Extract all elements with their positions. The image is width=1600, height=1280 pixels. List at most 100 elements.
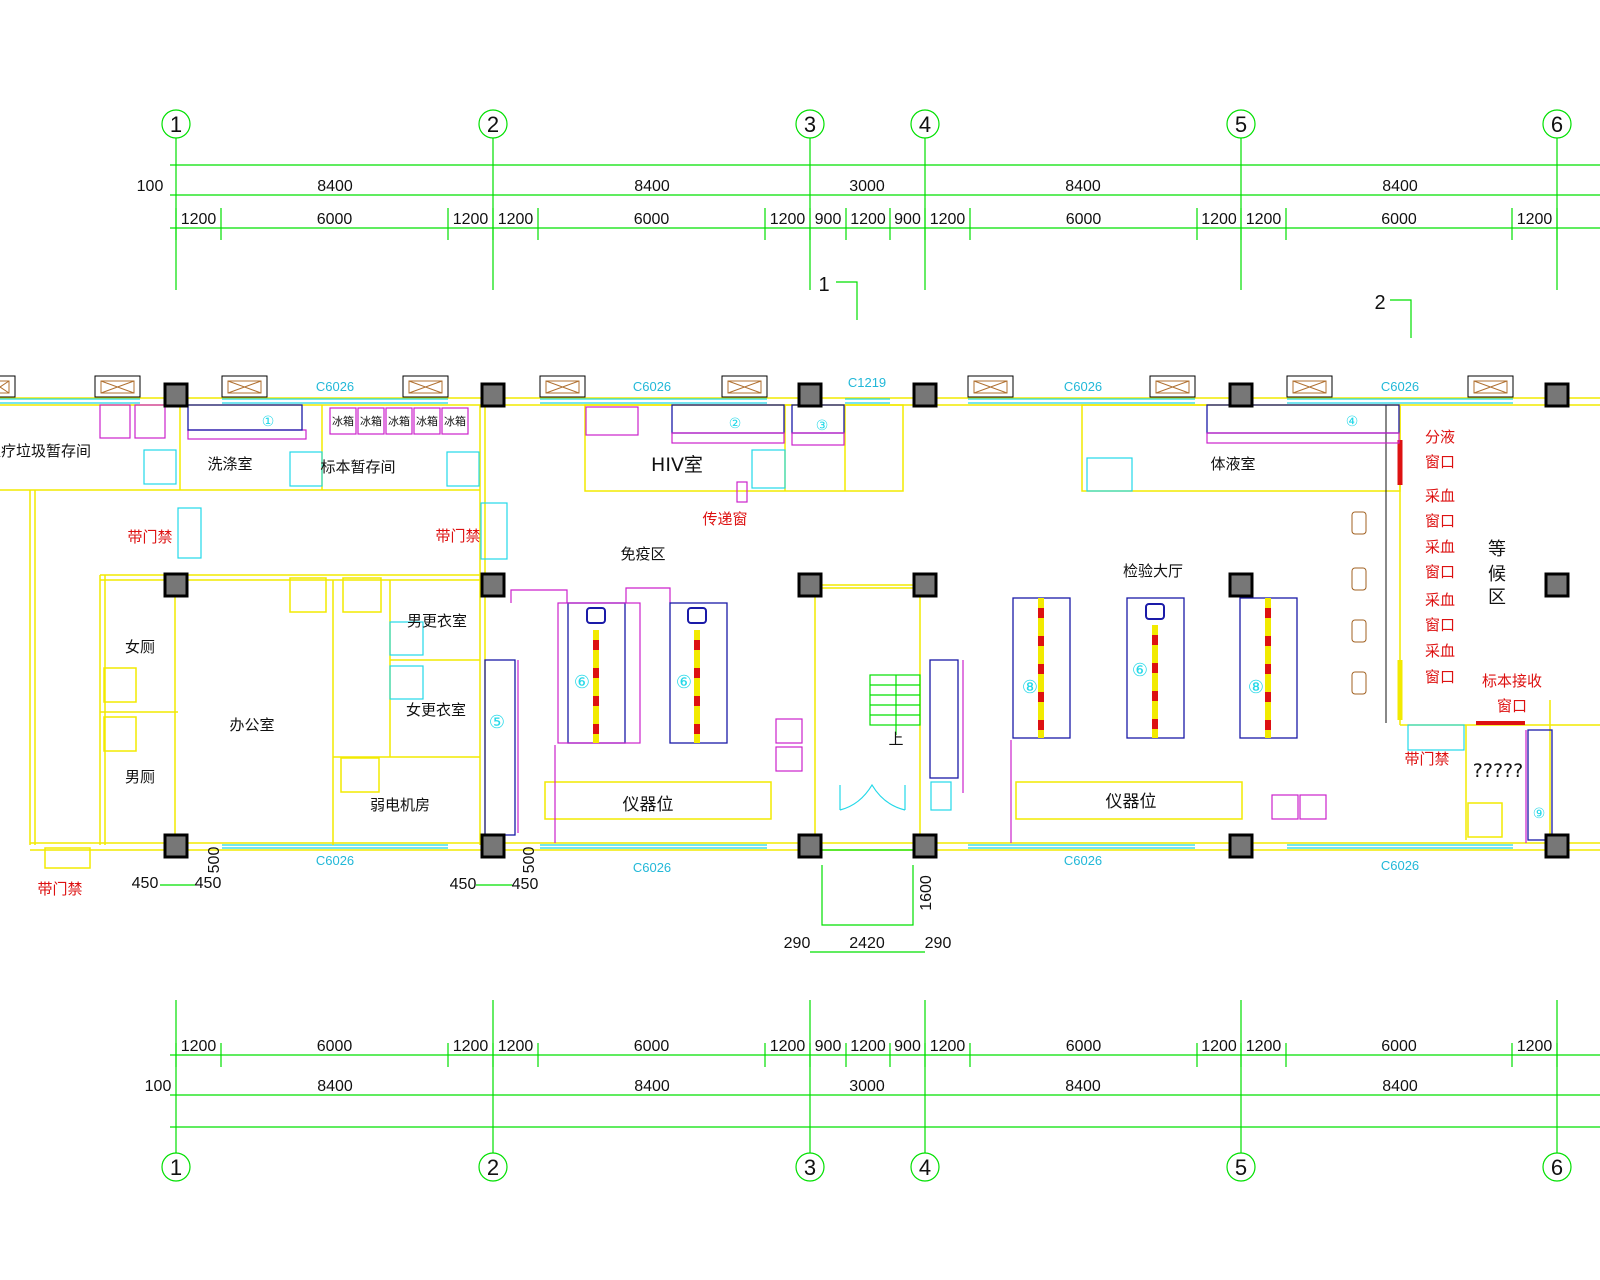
window-service-label: 采血 [1425,591,1455,609]
window-service-label: 窗口 [1425,512,1455,530]
window-service-label: 分液 [1425,428,1455,446]
dim-text: 6000 [1381,211,1417,228]
exterior-walls [0,375,1600,851]
room-label: 女更衣室 [406,701,466,719]
dim-text: 1200 [181,211,217,228]
axis-label: 6 [1551,112,1563,137]
window-service-label: 窗口 [1425,563,1455,581]
dim-text: 8400 [634,1078,670,1095]
sink-icon [1145,603,1165,620]
structural-column [797,382,823,408]
dim-text: 1200 [498,1038,534,1055]
fridge-label: 冰箱 [416,414,438,428]
waiting-chairs [1351,511,1367,695]
ac-unit-icon [221,375,268,398]
station-number: ⑥ [676,672,692,693]
station-number: ④ [1346,414,1359,430]
dim-text: 6000 [1066,211,1102,228]
fridge-label: 冰箱 [332,414,354,428]
structural-column [480,833,506,859]
dim-text: 3000 [849,178,885,195]
dim-text: 100 [145,1078,172,1095]
room-label: 免疫区 [620,545,665,563]
dim-text: 450 [450,876,477,893]
columns [163,382,1570,859]
column-dimensions: 500 500 450 450 450 450 1600 290 2420 29… [132,847,951,953]
dim-text: 900 [894,211,921,228]
window-label: C6026 [316,379,354,394]
bench-service-strip [1152,625,1158,738]
window-service-label: 采血 [1425,642,1455,660]
section-label: 1 [818,274,829,296]
waiting-area-label: 等 [1488,539,1506,560]
dim-text: 8400 [1382,1078,1418,1095]
red-annotations: 传递窗 带门禁 带门禁 带门禁 带门禁 分液 窗口 采血 窗口 采血 窗口 采血… [37,428,1542,898]
dim-text: 450 [195,875,222,892]
dim-text: 1200 [850,1038,886,1055]
window-service-label: 采血 [1425,487,1455,505]
window-label: C6026 [1064,853,1102,868]
furniture [99,404,1527,843]
structural-column [163,572,189,598]
dim-text: 6000 [634,211,670,228]
structural-column [163,833,189,859]
window-labels: C6026 C6026 C1219 C6026 C6026 C6026 C602… [316,375,1419,875]
axis-label: 5 [1235,112,1247,137]
window-service-label: 窗口 [1425,453,1455,471]
room-label: 男厕 [125,768,155,786]
room-label: 洗涤室 [207,455,252,473]
interior-walls [0,404,1600,869]
axis-label: 2 [487,112,499,137]
structural-column [912,572,938,598]
window-service-label: 窗口 [1497,697,1527,715]
dim-text: 8400 [1382,178,1418,195]
axis-labels-top: 1 2 3 4 5 6 [161,109,1572,139]
ac-unit-icon [539,375,586,398]
dim-text: 900 [815,211,842,228]
ac-unit-icon [1467,375,1514,398]
dim-text: 1200 [850,211,886,228]
structural-column [912,382,938,408]
axis-label: 1 [170,112,182,137]
structural-column [1544,382,1570,408]
dim-text: 900 [894,1038,921,1055]
dim-text: 1200 [770,211,806,228]
structural-column [480,572,506,598]
ac-unit-icon [0,375,16,398]
bench-service-strip [694,630,700,743]
access-control-label: 带门禁 [435,527,480,545]
sink-icon [586,607,606,624]
room-label: 体液室 [1210,455,1255,473]
instrument-bench [544,781,772,820]
axis-label: 5 [1235,1155,1247,1180]
dim-text: 8400 [317,1078,353,1095]
window-label: C6026 [1381,379,1419,394]
structural-column [163,382,189,408]
dim-text: 6000 [1381,1038,1417,1055]
dim-text: 1200 [453,1038,489,1055]
window-service-label: 窗口 [1425,668,1455,686]
room-label: HIV室 [651,454,703,476]
structural-column [1228,572,1254,598]
window-label: C1219 [848,375,886,390]
dim-text: 6000 [317,211,353,228]
structural-column [1544,572,1570,598]
room-label: 女厕 [125,638,155,656]
lab-benches [484,597,1553,841]
structural-column [1228,382,1254,408]
dim-text: 8400 [1065,1078,1101,1095]
station-number: ③ [816,418,829,434]
window-label: C6026 [1064,379,1102,394]
waiting-area-label: 候 [1488,564,1506,585]
dim-text: 500 [206,847,223,874]
axis-label: 3 [804,1155,816,1180]
pass-window-label: 传递窗 [702,510,747,528]
dim-text: 6000 [634,1038,670,1055]
dim-text: 450 [132,875,159,892]
dim-text: 900 [815,1038,842,1055]
dim-text: 1200 [453,211,489,228]
dim-text: 2420 [849,935,885,952]
